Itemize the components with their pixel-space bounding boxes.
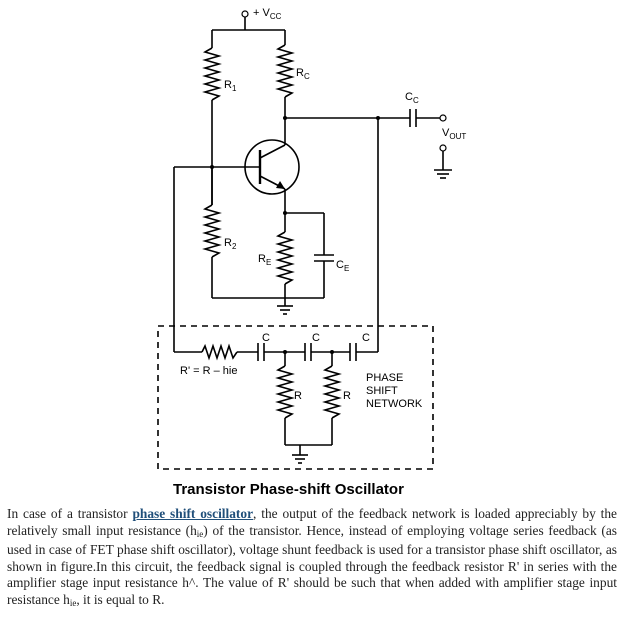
rprime-label: R' = R – hie: [180, 365, 237, 377]
re-label: RE: [258, 253, 271, 267]
cc-capacitor: [409, 109, 447, 127]
vout-label: VOUT: [442, 127, 466, 141]
ground-symbol-bottom: [292, 445, 308, 464]
vout-ground: [434, 144, 452, 179]
c2-label: C: [312, 332, 320, 344]
r2-resistor: [202, 167, 222, 298]
phase-shift-oscillator-link[interactable]: phase shift oscillator: [132, 506, 254, 521]
vcc-terminal: [241, 10, 249, 30]
transistor-symbol: [212, 139, 300, 195]
shunt-r-a-label: R: [294, 390, 302, 402]
c1-capacitor: [257, 343, 305, 361]
r1-label: R1: [224, 79, 237, 93]
hie-subscript-2: ie: [69, 597, 77, 608]
figure-caption: Transistor Phase-shift Oscillator: [173, 481, 404, 498]
ground-symbol-top: [277, 298, 293, 315]
phase-shift-network-box: [157, 325, 434, 470]
r2-label: R2: [224, 237, 237, 251]
shunt-resistor-a: [275, 352, 295, 445]
c3-label: C: [362, 332, 370, 344]
c2-capacitor: [304, 343, 350, 361]
circuit-diagram: + VCC R1 RC CC VOUT: [157, 7, 466, 498]
body-text-continued: ) of the transistor. Hence, instead of e…: [7, 522, 617, 607]
c3-capacitor: [349, 343, 378, 361]
network-label-line1: PHASE: [366, 372, 403, 384]
shunt-resistor-b: [322, 352, 342, 445]
re-resistor: [275, 213, 295, 298]
rc-resistor: [275, 30, 295, 145]
shunt-r-b-label: R: [343, 390, 351, 402]
network-label-line3: NETWORK: [366, 398, 423, 410]
network-label-line2: SHIFT: [366, 385, 398, 397]
ce-label: CE: [336, 259, 349, 273]
rprime-resistor: [201, 343, 258, 361]
hie-subscript: ie: [196, 528, 204, 539]
rc-label: RC: [296, 67, 310, 81]
body-text-middle: , the output of the feedback network is …: [7, 506, 617, 538]
body-text-start: In case of a transistor: [7, 506, 133, 521]
ce-capacitor: [314, 213, 334, 298]
vcc-label: + VCC: [253, 7, 282, 21]
c1-label: C: [262, 332, 270, 344]
body-text-end: , it is equal to R.: [76, 591, 165, 607]
cc-label: CC: [405, 91, 419, 105]
body-paragraph: In case of a transistor phase shift osci…: [7, 506, 617, 612]
